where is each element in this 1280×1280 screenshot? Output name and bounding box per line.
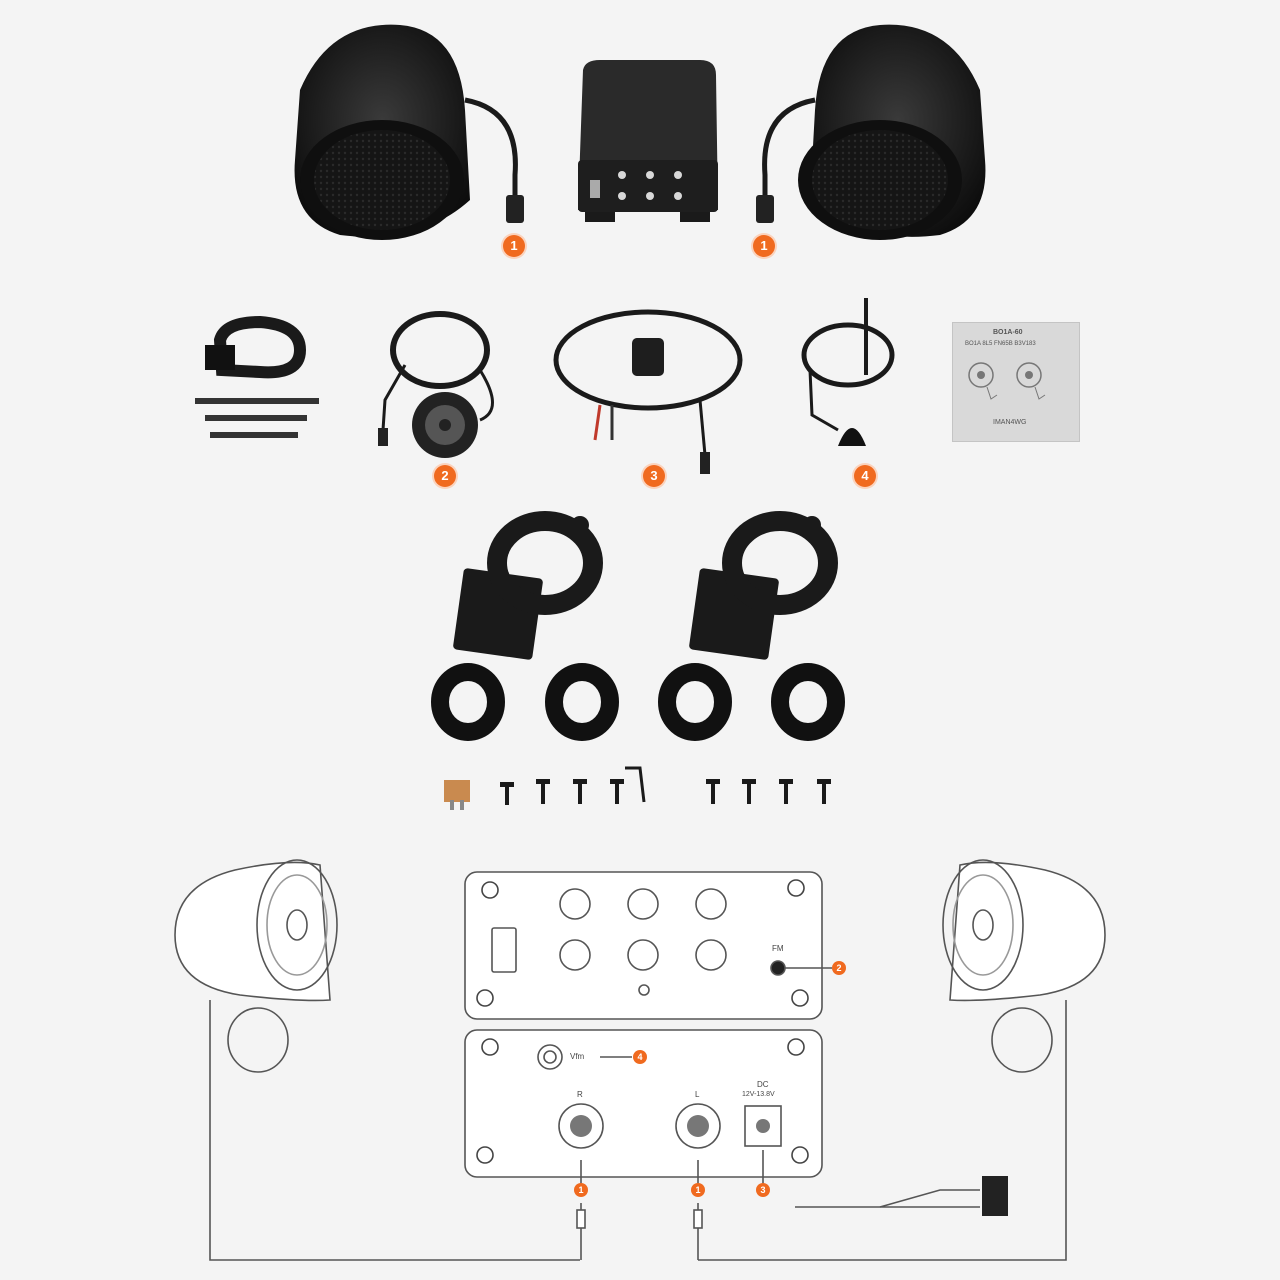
label-out-right: L — [695, 1090, 700, 1099]
label-aux: FM — [772, 944, 784, 953]
hardware — [444, 766, 831, 810]
callout-antenna: 4 — [854, 465, 876, 487]
instruction-manual: BO1A-60 BO1A 8L5 FN65B B3V183 IMAN4WG — [952, 322, 1080, 442]
mount-bracket-left — [453, 511, 603, 660]
label-out-left: R — [577, 1090, 583, 1099]
amplifier — [578, 60, 718, 222]
label-antenna: Vfm — [570, 1052, 585, 1061]
label-power-bottom: 12V-13.8V — [742, 1091, 775, 1098]
callout-diagram-out-right: 1 — [691, 1183, 705, 1197]
callout-diagram-antenna: 4 — [633, 1050, 647, 1064]
manual-title: BO1A-60 — [993, 329, 1023, 336]
mount-bracket-right — [689, 511, 838, 660]
speaker-left — [294, 24, 524, 240]
label-power-top: DC — [757, 1080, 769, 1089]
rubber-spacers — [431, 663, 845, 741]
manual-subtitle: BO1A 8L5 FN65B B3V183 — [965, 341, 1036, 347]
speaker-wire — [378, 311, 494, 458]
callout-speaker-wire: 2 — [434, 465, 456, 487]
fm-antenna — [801, 298, 895, 446]
manual-footer: IMAN4WG — [993, 419, 1027, 426]
callout-speaker-left: 1 — [503, 235, 525, 257]
speaker-right — [756, 24, 986, 240]
callout-diagram-out-left: 1 — [574, 1183, 588, 1197]
callout-diagram-power: 3 — [756, 1183, 770, 1197]
callout-diagram-aux: 2 — [832, 961, 846, 975]
callout-power-harness: 3 — [643, 465, 665, 487]
manual-illustration — [968, 362, 1046, 400]
wiring-diagram — [174, 859, 1106, 1261]
power-harness — [553, 309, 743, 474]
strap-and-pads — [195, 315, 319, 438]
callout-speaker-right: 1 — [753, 235, 775, 257]
